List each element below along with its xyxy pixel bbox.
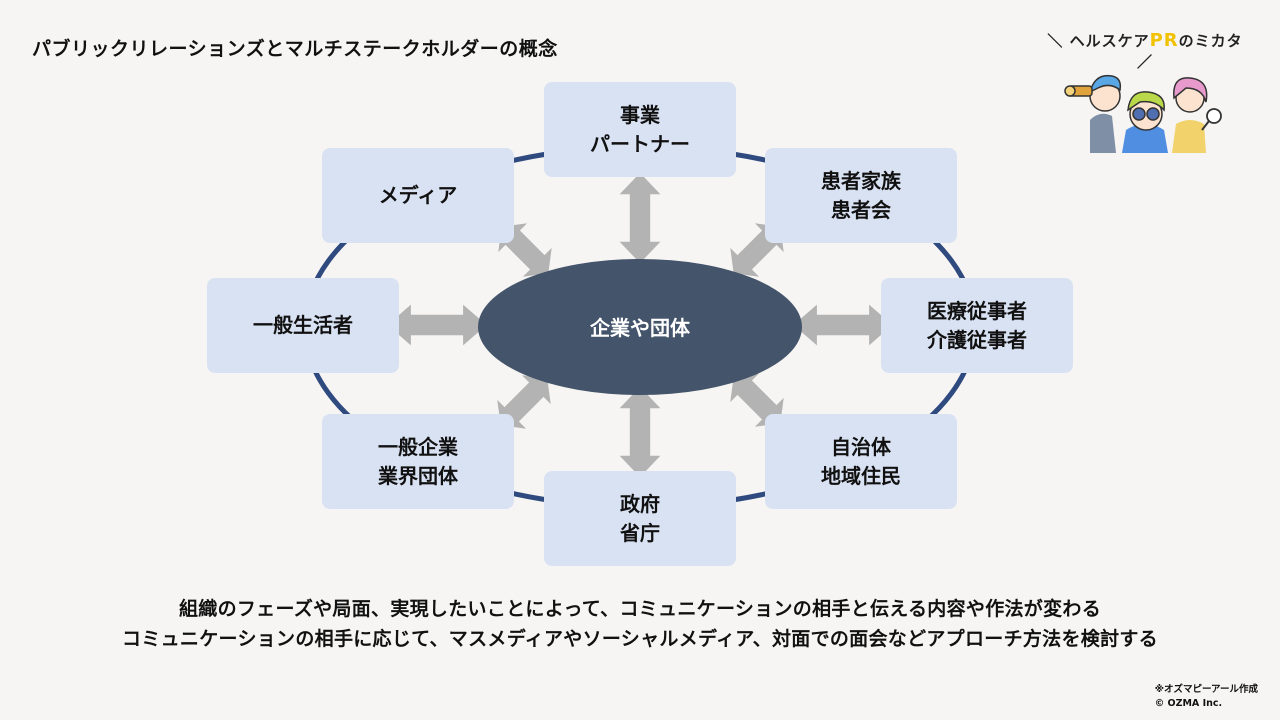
arrow-public: [387, 304, 487, 346]
node-media: メディア: [322, 148, 514, 243]
center-ellipse: [478, 259, 802, 395]
node-label: 政府: [620, 491, 660, 516]
brand-prefix: ＼ ヘルスケア: [1047, 32, 1150, 50]
node-label: 業界団体: [378, 463, 458, 488]
brand-logo: ＼ ヘルスケアPRのミカタ ／: [1040, 30, 1250, 155]
brand-text: ＼ ヘルスケアPRのミカタ ／: [1040, 30, 1250, 72]
node-label: パートナー: [590, 131, 690, 156]
node-patients: 患者家族 患者会: [765, 148, 957, 243]
copyright: © OZMA Inc.: [1154, 698, 1223, 710]
node-label: 患者会: [831, 197, 891, 222]
node-label: 省庁: [620, 520, 660, 545]
node-government: 政府 省庁: [544, 471, 736, 566]
node-label: 事業: [620, 102, 660, 127]
caption-line-1: 組織のフェーズや局面、実現したいことによって、コミュニケーションの相手と伝える内…: [178, 598, 1102, 620]
credit-note: ※オズマピーアール作成 © OZMA Inc.: [1155, 683, 1258, 712]
node-medical-care-workers: 医療従事者 介護従事者: [881, 278, 1073, 373]
node-label: メディア: [378, 183, 458, 207]
node-label: 自治体: [831, 434, 891, 459]
center-label: 企業や団体: [590, 316, 690, 340]
node-local-government: 自治体 地域住民: [765, 414, 957, 509]
node-label: 地域住民: [821, 463, 901, 488]
node-business-partner: 事業 パートナー: [544, 82, 736, 177]
node-companies-industry: 一般企業 業界団体: [322, 414, 514, 509]
caption-line-2: コミュニケーションの相手に応じて、マスメディアやソーシャルメディア、対面での面会…: [122, 628, 1158, 650]
node-label: 一般生活者: [253, 313, 353, 337]
node-label: 介護従事者: [927, 327, 1027, 352]
three-people-with-binoculars-illustration: [1064, 74, 1222, 153]
credit-line-1: ※オズマピーアール作成: [1154, 684, 1258, 695]
node-label: 一般企業: [378, 434, 458, 459]
arrow-partner: [619, 172, 661, 264]
node-label: 患者家族: [821, 168, 901, 193]
brand-highlight: PR: [1149, 30, 1179, 51]
brand-suffix: のミカタ ／: [1136, 32, 1243, 71]
arrow-government: [619, 386, 661, 478]
page-title: パブリックリレーションズとマルチステークホルダーの概念: [32, 38, 558, 60]
node-general-public: 一般生活者: [207, 278, 399, 373]
arrow-medical: [793, 304, 893, 346]
node-label: 医療従事者: [927, 298, 1027, 323]
